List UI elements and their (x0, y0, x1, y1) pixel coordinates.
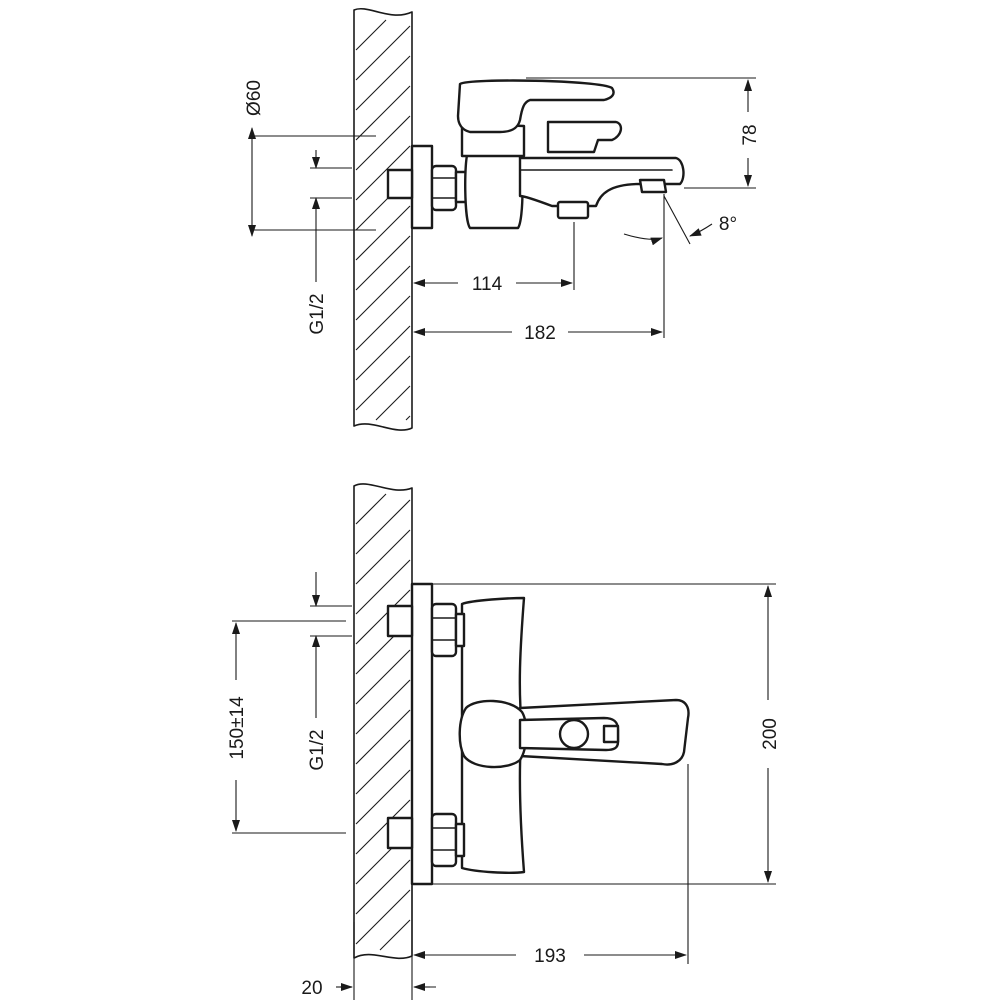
dim-label-thread-front: G1/2 (307, 729, 328, 770)
connector-lower (454, 822, 466, 858)
hex-nut-lower (430, 812, 458, 868)
hatch-line (405, 415, 411, 421)
hatch-line (355, 85, 411, 141)
hatch-line (355, 649, 411, 705)
dim-label-wall: 20 (301, 978, 322, 999)
hatch-line (355, 325, 411, 381)
hatch-line (355, 145, 411, 201)
front-view: 150±14 G1/2 200 193 20 (227, 483, 781, 1000)
diverter-dot-front (558, 718, 590, 750)
inlet-pipe-upper (386, 604, 414, 638)
hatch-line (355, 769, 411, 825)
hatch-line (375, 385, 411, 421)
wall-flange-front (410, 582, 434, 886)
lever-tip-front (602, 724, 620, 744)
hatch-line (355, 355, 411, 411)
hatch-line (355, 859, 411, 915)
lever-handle-top (456, 79, 615, 134)
connector-upper (454, 612, 466, 648)
dim-label-reach-outlet: 114 (472, 274, 503, 295)
dim-label-center-distance: 150±14 (227, 696, 248, 760)
hatch-line (355, 265, 411, 321)
hex-nut-upper (430, 602, 458, 658)
hex-nut-top (430, 164, 458, 212)
diverter-knob-top (556, 200, 590, 220)
hatch-line (355, 493, 387, 525)
hatch-line (355, 739, 411, 795)
dim-label-thread-top: G1/2 (307, 293, 328, 334)
dim-label-depth: 193 (534, 946, 566, 967)
aerator-top (638, 178, 668, 194)
top-view: Ø60 G1/2 114 182 78 8° (244, 8, 761, 431)
hatch-line (355, 529, 411, 585)
hatch-line (379, 919, 411, 951)
dim-label-height-front: 200 (760, 718, 781, 750)
hatch-line (355, 25, 411, 81)
dim-label-height-top: 78 (740, 124, 761, 145)
diverter-lever-top (546, 120, 623, 154)
wall-section-front (353, 483, 413, 960)
wall-section-top (353, 8, 413, 431)
handle-knob-front (458, 699, 528, 769)
hatch-line (355, 205, 411, 261)
hatch-line (355, 559, 411, 615)
hatch-line (355, 589, 411, 645)
hatch-line (355, 115, 411, 171)
hatch-line (355, 19, 387, 51)
dim-label-reach-total: 182 (524, 323, 556, 344)
dim-label-diameter: Ø60 (244, 80, 265, 116)
hatch-line (355, 679, 411, 735)
hatch-line (355, 55, 411, 111)
mixer-body-top (464, 150, 524, 230)
hatch-line (355, 295, 411, 351)
hatch-line (355, 709, 411, 765)
hatch-line (355, 799, 411, 855)
inlet-pipe-lower (386, 816, 414, 850)
hatch-line (355, 889, 411, 945)
inlet-pipe-top (386, 168, 414, 200)
dim-label-angle: 8° (719, 214, 737, 235)
wall-flange-top (410, 144, 434, 230)
hatch-line (355, 235, 411, 291)
hatch-line (355, 499, 411, 555)
